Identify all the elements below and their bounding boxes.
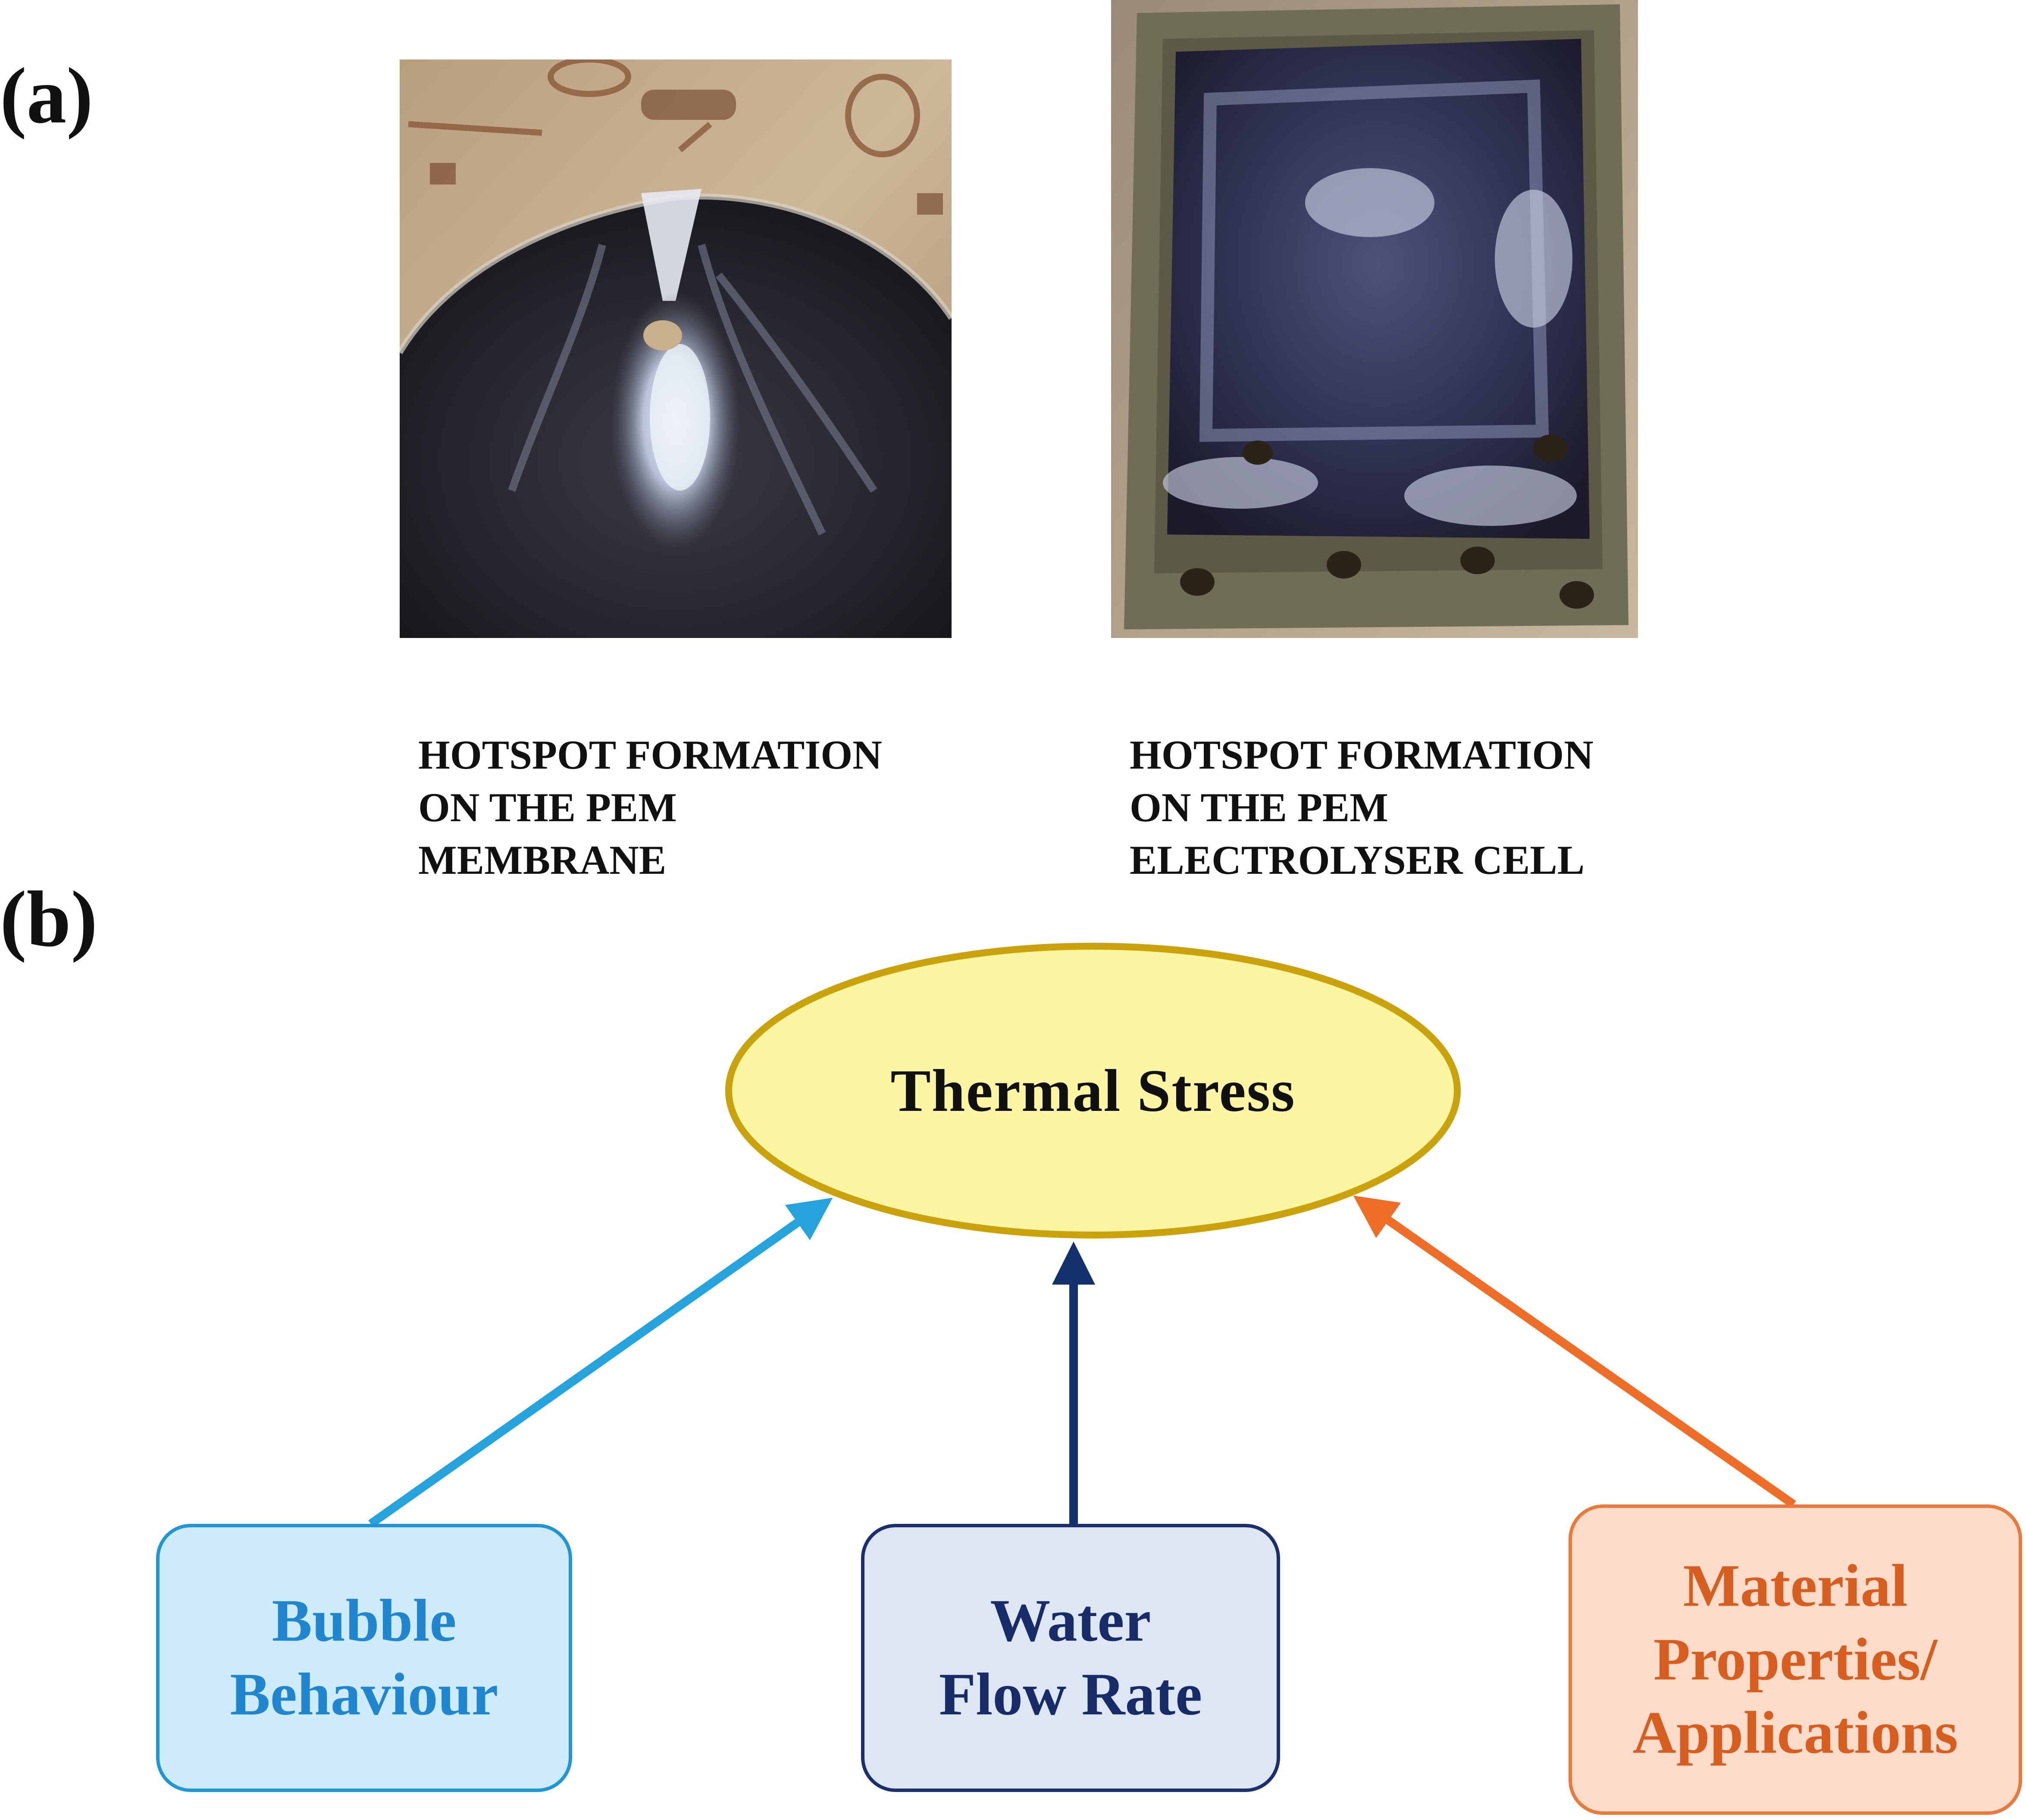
bubble-behaviour-box: Bubble Behaviour <box>156 1524 572 1792</box>
water-flow-rate-box: Water Flow Rate <box>861 1524 1280 1792</box>
arrow-bubble-to-thermal-stress <box>368 1198 833 1528</box>
arrow-material-to-thermal-stress <box>1353 1195 1796 1508</box>
panel-label-a: (a) <box>0 52 93 140</box>
box-line: Properties/ <box>1653 1626 1938 1693</box>
material-properties-box: Material Properties/ Applications <box>1569 1504 2022 1815</box>
box-line: Material <box>1683 1552 1908 1619</box>
caption-line: ON THE PEM <box>418 785 677 830</box>
caption-line: MEMBRANE <box>418 837 667 883</box>
pem-electrolyser-cell-photo <box>1111 0 1638 638</box>
caption-line: HOTSPOT FORMATION <box>1130 732 1594 778</box>
panel-label-b: (b) <box>0 875 98 963</box>
caption-line: ELECTROLYSER CELL <box>1130 837 1585 883</box>
pem-membrane-photo <box>400 59 952 638</box>
thermal-stress-label: Thermal Stress <box>890 1057 1296 1124</box>
caption-pem-membrane: HOTSPOT FORMATION ON THE PEM MEMBRANE <box>418 729 882 886</box>
box-line: Behaviour <box>230 1661 498 1728</box>
caption-line: ON THE PEM <box>1130 785 1388 830</box>
box-line: Bubble <box>272 1587 457 1654</box>
caption-line: HOTSPOT FORMATION <box>418 732 882 778</box>
caption-pem-electrolyser-cell: HOTSPOT FORMATION ON THE PEM ELECTROLYSE… <box>1130 729 1594 886</box>
box-line: Applications <box>1632 1699 1958 1767</box>
box-line: Water <box>990 1587 1151 1654</box>
box-line: Flow Rate <box>939 1661 1202 1728</box>
